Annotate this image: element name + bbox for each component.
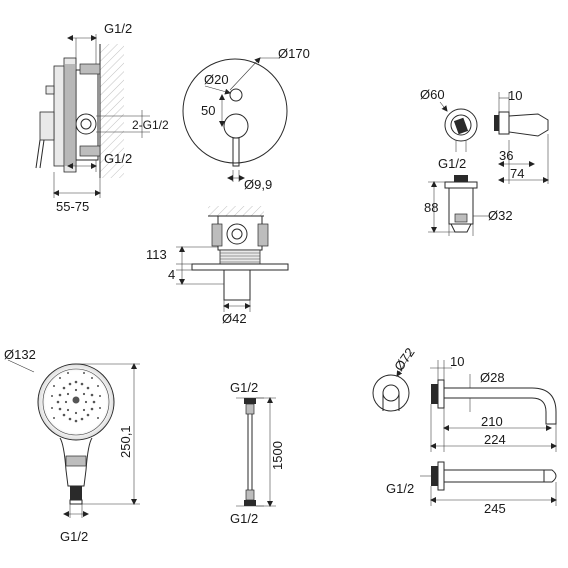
mixer-side-top-thread: G1/2 — [104, 21, 132, 36]
wall-hatch-top — [208, 206, 264, 216]
hose-top-thread: G1/2 — [230, 380, 258, 395]
mixer-front-plate-diameter: Ø170 — [278, 46, 310, 61]
mixer-top-height: 113 — [146, 247, 167, 262]
holder-base-diameter: Ø32 — [488, 208, 513, 223]
shower-nozzles — [51, 372, 101, 423]
holder-width: 10 — [508, 88, 522, 103]
mixer-top-view: 113 4 Ø42 — [146, 206, 289, 326]
mixer-side-side-thread: 2-G1/2 — [132, 118, 169, 132]
mixer-side-bottom-thread: G1/2 — [104, 151, 132, 166]
holder-views: Ø60 G1/2 10 36 74 88 Ø32 — [420, 87, 549, 236]
hand-shower-length: 250,1 — [118, 425, 133, 458]
spout-flange-diameter: Ø72 — [391, 345, 417, 374]
mixer-front-view: Ø170 Ø20 50 Ø9,9 — [182, 46, 310, 192]
spout-flange-width: 10 — [450, 354, 464, 369]
holder-thread: G1/2 — [438, 156, 466, 171]
mixer-top-diameter: Ø42 — [222, 311, 247, 326]
mixer-front-lever-diameter: Ø9,9 — [244, 177, 272, 192]
mixer-top-step: 4 — [168, 267, 175, 282]
holder-diameter: Ø60 — [420, 87, 445, 102]
hand-shower-view: Ø132 250,1 G1/2 — [4, 347, 140, 544]
mixer-front-knob-diameter: Ø20 — [204, 72, 229, 87]
spout-thread: G1/2 — [386, 481, 414, 496]
mixer-side-depth: 55-75 — [56, 199, 89, 214]
hose-view: G1/2 1500 G1/2 — [230, 380, 285, 526]
spout-views: Ø72 10 Ø28 210 224 G1/2 245 — [372, 345, 557, 516]
spout-length-total: 224 — [484, 432, 506, 447]
spout-pipe-diameter: Ø28 — [480, 370, 505, 385]
holder-height: 88 — [424, 200, 438, 215]
mixer-front-offset: 50 — [201, 103, 215, 118]
holder-depth-total: 74 — [510, 166, 524, 181]
spout-length-top-view: 245 — [484, 501, 506, 516]
hose-length: 1500 — [270, 441, 285, 470]
spout-pipe — [444, 387, 557, 425]
wall-hatch — [100, 44, 124, 178]
hand-shower-diameter: Ø132 — [4, 347, 36, 362]
mixer-cover-plate — [182, 58, 288, 164]
holder-depth-small: 36 — [499, 148, 513, 163]
hose-bottom-thread: G1/2 — [230, 511, 258, 526]
hand-shower-thread: G1/2 — [60, 529, 88, 544]
mixer-side-view: G1/2 2-G1/2 G1/2 55-75 — [35, 21, 169, 214]
spout-length-inner: 210 — [481, 414, 503, 429]
